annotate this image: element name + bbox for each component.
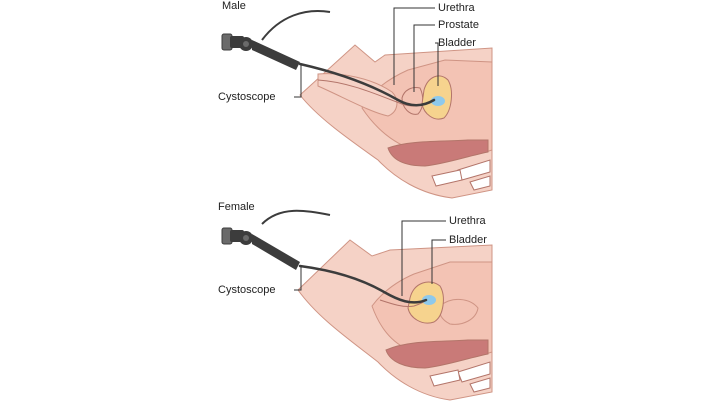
female-title: Female [218,201,255,213]
male-leaders [294,7,439,98]
male-bladder-fluid [431,96,445,106]
male-urethra-label: Urethra [438,2,475,14]
female-bladder-label: Bladder [449,234,487,246]
male-title: Male [222,0,246,12]
female-cystoscope-label: Cystoscope [218,284,276,296]
female-uterus [439,299,479,325]
female-leaders [294,220,446,296]
female-vertebrae [429,361,491,393]
male-prostate-label: Prostate [438,19,479,31]
female-panel [221,209,493,401]
male-external-contour [317,73,398,117]
female-scope-cable [261,209,331,225]
female-rectum [385,339,489,369]
male-bladder-label: Bladder [438,37,476,49]
female-bladder-fluid [422,295,436,305]
male-rectum [387,139,489,167]
female-urethra-label: Urethra [449,215,486,227]
male-vertebrae [431,159,491,191]
male-panel [221,7,493,199]
male-scope-shaft [298,62,436,107]
male-scope-cable [261,10,331,41]
female-cystoscope-icon [221,227,300,270]
male-cystoscope-label: Cystoscope [218,91,276,103]
male-cystoscope-icon [221,33,300,70]
female-scope-shaft [298,264,428,304]
